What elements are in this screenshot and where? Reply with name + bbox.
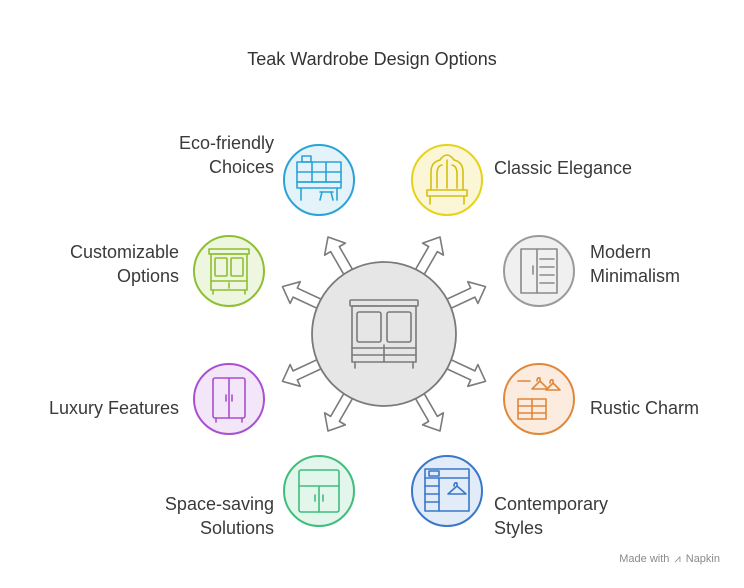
kitchen-cabinet-icon: [296, 155, 342, 201]
vanity-mirror-icon: [426, 154, 468, 205]
label-eco: Eco-friendly Choices: [178, 133, 274, 177]
node-modern: [503, 235, 575, 307]
node-rustic: [503, 363, 575, 435]
label-space: Space-saving Solutions: [164, 494, 274, 538]
node-custom: [193, 235, 265, 307]
label-contemporary: Contemporary Styles: [494, 494, 609, 538]
armoire-icon: [208, 248, 250, 295]
label-custom: Customizable Options: [69, 242, 179, 286]
label-rustic: Rustic Charm: [590, 398, 700, 418]
hangers-dresser-icon: [517, 377, 561, 420]
node-eco: [283, 144, 355, 216]
label-classic: Classic Elegance: [494, 158, 633, 178]
closet-hanger-icon: [424, 468, 470, 512]
label-luxury: Luxury Features: [48, 398, 179, 418]
node-classic: [411, 144, 483, 216]
node-luxury: [193, 363, 265, 435]
compact-cabinet-icon: [298, 469, 340, 513]
wardrobe-icon: [349, 299, 419, 369]
node-space: [283, 455, 355, 527]
hub-circle: [311, 261, 457, 407]
label-modern: Modern Minimalism: [590, 242, 680, 286]
watermark[interactable]: Made with ⩘ Napkin: [619, 553, 720, 565]
modern-wardrobe-icon: [520, 248, 558, 294]
napkin-logo-icon: ⩘: [674, 553, 681, 565]
diagram-title: Teak Wardrobe Design Options: [247, 49, 497, 69]
double-door-wardrobe-icon: [212, 377, 246, 423]
node-contemporary: [411, 455, 483, 527]
